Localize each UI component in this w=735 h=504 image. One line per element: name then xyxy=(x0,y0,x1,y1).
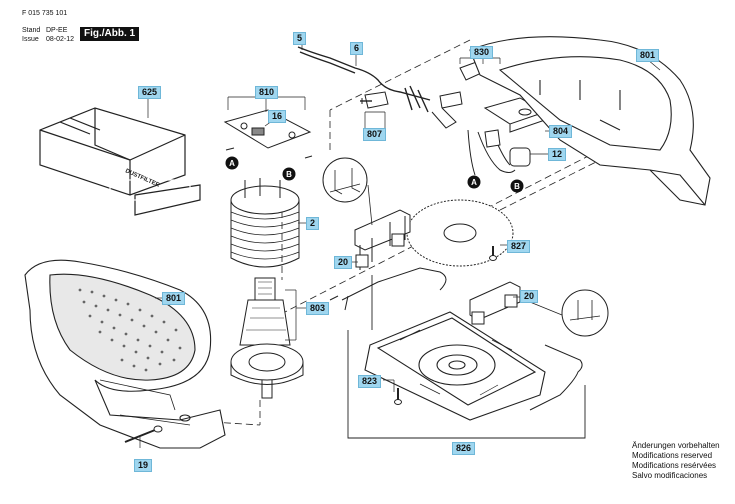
spring-bracket-left xyxy=(354,209,411,270)
wire-springs xyxy=(329,267,583,411)
connection-markers xyxy=(225,156,524,193)
marker-a-right-label: A xyxy=(471,178,477,187)
assembly-bracket-826 xyxy=(347,330,586,439)
figure-label: Fig./Abb. 1 xyxy=(80,27,140,41)
marker-a-left xyxy=(225,156,239,170)
base-pad-plate xyxy=(406,199,514,267)
base-plate xyxy=(364,311,546,421)
callout-827: 827 xyxy=(507,240,531,253)
marker-a-right xyxy=(467,175,481,189)
callout-12: 12 xyxy=(548,148,567,161)
note-line-es: Salvo modificaciones xyxy=(632,471,708,480)
callout-20-right: 20 xyxy=(520,290,539,303)
callout-16: 16 xyxy=(268,110,287,123)
issue-date: 08-02-12 xyxy=(46,36,75,43)
callout-2: 2 xyxy=(306,217,320,230)
armature xyxy=(230,277,304,399)
housing-half-top xyxy=(469,36,711,206)
marker-b-right-label: B xyxy=(514,182,520,191)
note-line-de: Änderungen vorbehalten xyxy=(632,441,720,450)
field-coil xyxy=(230,178,300,268)
marker-a-left-label: A xyxy=(229,159,235,168)
marker-b-left-label: B xyxy=(286,170,292,179)
callout-20-left: 20 xyxy=(334,256,353,269)
cord-clamp xyxy=(360,91,389,109)
document-number: F 015 735 101 xyxy=(22,10,68,17)
modifications-note: Änderungen vorbehalten Modifications res… xyxy=(632,441,720,481)
callout-6: 6 xyxy=(350,42,364,55)
note-line-fr: Modifications resérvées xyxy=(632,461,717,470)
issue-label: Issue xyxy=(22,36,39,43)
brush-holder-plate xyxy=(223,109,313,159)
callout-801-bottom: 801 xyxy=(162,292,186,305)
spring-bracket-right xyxy=(469,281,521,325)
callout-5: 5 xyxy=(293,32,307,45)
callout-801-top: 801 xyxy=(636,49,660,62)
power-cord xyxy=(297,46,431,113)
callout-830: 830 xyxy=(470,46,494,59)
screw-19 xyxy=(124,425,163,443)
screw-823 xyxy=(394,388,402,405)
detail-circle-right xyxy=(561,289,609,337)
marker-b-left xyxy=(282,167,296,181)
callout-807: 807 xyxy=(363,128,387,141)
marker-b-right xyxy=(510,179,524,193)
screw-827 xyxy=(489,246,497,261)
callout-826: 826 xyxy=(452,442,476,455)
note-line-en: Modifications reserved xyxy=(632,451,713,460)
callout-625: 625 xyxy=(138,86,162,99)
callout-823: 823 xyxy=(358,375,382,388)
dust-filter xyxy=(39,107,201,216)
callout-803: 803 xyxy=(306,302,330,315)
callout-19: 19 xyxy=(134,459,153,472)
revision-code: DP-EE xyxy=(46,27,68,34)
stand-label: Stand xyxy=(22,27,41,34)
detail-circle-left xyxy=(322,157,368,203)
callout-810: 810 xyxy=(255,86,279,99)
housing-half-bottom xyxy=(24,259,226,449)
capacitor-and-wiring xyxy=(467,129,531,176)
callout-804: 804 xyxy=(549,125,573,138)
